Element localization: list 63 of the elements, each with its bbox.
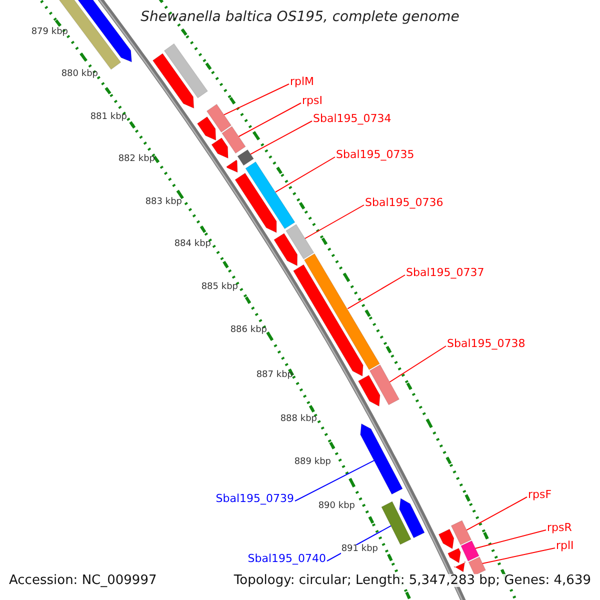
gene-label: Sbal195_0735 [336,149,414,160]
gene-label: Sbal195_0739 [216,493,294,504]
gene-label: Sbal195_0734 [313,113,392,124]
gene-feature [234,172,277,234]
title: Shewanella baltica OS195, complete genome [140,10,460,24]
genome-info-text: Topology: circular; Length: 5,347,283 bp; Genes: 4,639 [234,574,591,587]
gene-label: Sbal195_0738 [447,338,526,349]
leader-line [347,274,406,310]
gene-feature [399,498,425,538]
scale-label: 886 kbp [230,326,267,335]
scale-label: 889 kbp [294,458,331,467]
gene-block [468,556,486,576]
gene-label: Sbal195_0737 [406,267,484,278]
gene-block [460,540,480,562]
gene-label: rpsF [528,489,552,500]
gene-feature [196,116,216,141]
gene-label: Sbal195_0736 [365,197,444,208]
leader-line [466,496,528,531]
gene-feature [274,232,298,266]
gene-label: Sbal195_0740 [248,553,326,564]
leader-line [275,156,336,193]
scale-label: 880 kbp [61,70,98,79]
leader-line [294,460,375,502]
gene-block [164,43,208,98]
gene-label: rplM [290,76,314,87]
gene-feature [152,53,194,109]
gene-label: rpsR [547,522,572,533]
gene-block [304,253,380,370]
scale-label: 891 kbp [341,545,378,554]
gene-feature [448,548,461,564]
scale-label: 888 kbp [280,415,317,424]
gene-block [222,126,246,154]
gene-block [369,364,400,406]
gene-feature [211,137,228,159]
scale-label: 885 kbp [201,283,238,292]
gene-block [245,161,296,230]
leader-line [224,84,290,116]
leader-line [482,548,556,564]
scale-label: 884 kbp [174,240,211,249]
gene-block [450,520,472,546]
gene-block [381,501,412,545]
scale-label: 890 kbp [318,502,355,511]
scale-label: 882 kbp [118,155,155,164]
gene-feature [438,528,454,550]
scale-label: 881 kbp [90,113,127,122]
leader-line [389,346,446,382]
leader-line [474,530,546,549]
gene-block [237,149,254,166]
gene-feature [358,374,380,407]
scale-label: 879 kbp [31,28,68,37]
gene-label: rpsI [302,95,322,106]
gene-feature [226,160,238,173]
gene-block [206,104,232,133]
leader-line [304,204,364,239]
scale-label: 883 kbp [145,198,182,207]
leader-line [250,120,312,155]
leader-line [238,102,302,137]
gene-feature [360,423,403,495]
gene-feature [293,264,364,377]
scale-label: 887 kbp [256,371,293,380]
gene-label: rplI [556,540,574,551]
gene-block [286,224,314,260]
accession-text: Accession: NC_009997 [9,574,157,587]
